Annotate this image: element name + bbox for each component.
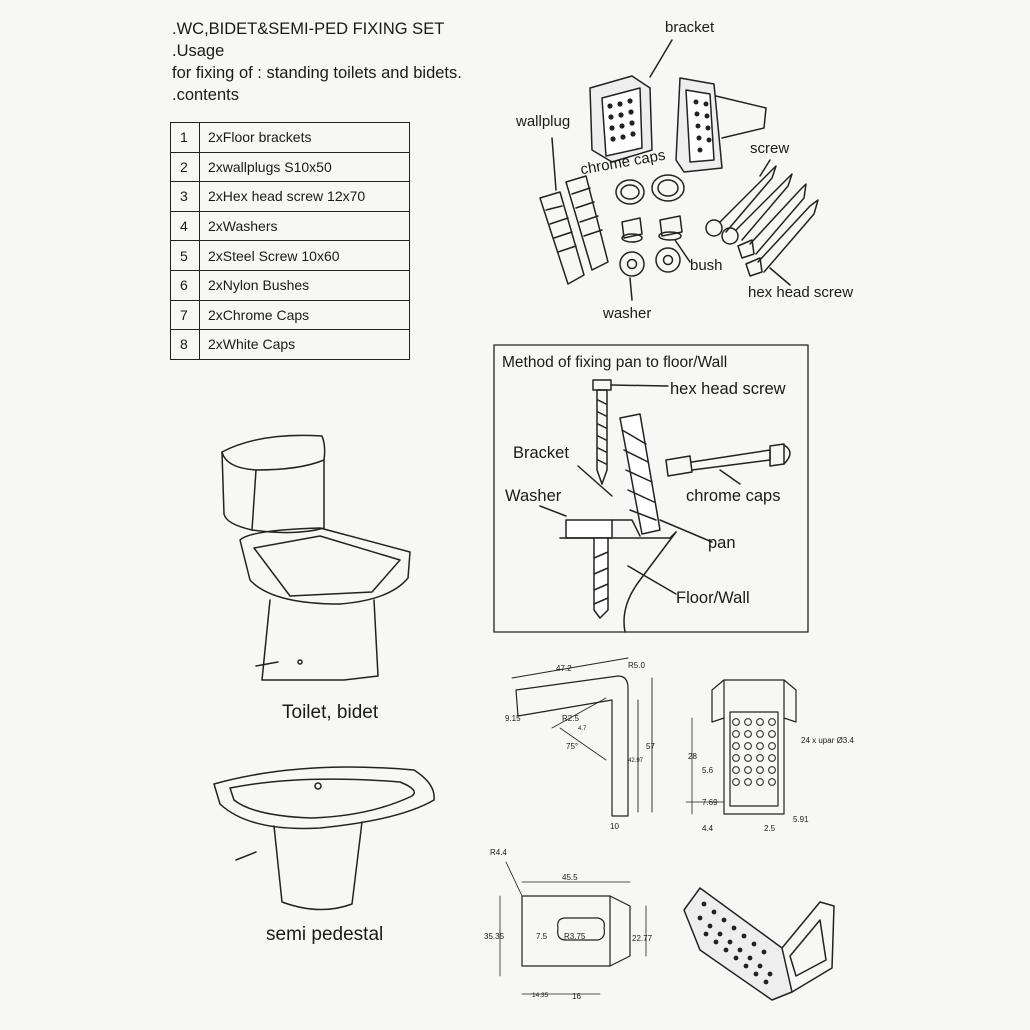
dim-10: 10 bbox=[610, 822, 619, 831]
dim-r3-75: R3.75 bbox=[564, 932, 586, 941]
usage-heading: .Usage bbox=[172, 42, 225, 60]
chrome-caps-illustration bbox=[615, 174, 685, 205]
dim-16: 16 bbox=[572, 992, 581, 1001]
dim-r4-4: R4.4 bbox=[490, 848, 507, 857]
dim-9-15: 9.15 bbox=[505, 714, 521, 723]
toilet-illustration bbox=[221, 434, 411, 681]
dim-47-2: 47.2 bbox=[556, 664, 572, 673]
dim-42-97: 42.97 bbox=[628, 758, 644, 764]
dim-28: 28 bbox=[688, 752, 697, 761]
method-label-washer: Washer bbox=[505, 487, 562, 505]
dim-7-5: 7.5 bbox=[536, 932, 548, 941]
label-screw: screw bbox=[750, 140, 790, 157]
label-hex-head-screw: hex head screw bbox=[748, 284, 854, 301]
label-washer: washer bbox=[603, 305, 652, 322]
bracket-top-drawing bbox=[499, 861, 647, 995]
label-bracket: bracket bbox=[665, 19, 715, 36]
dim-4-7: 4.7 bbox=[578, 726, 587, 732]
screw-illustration bbox=[705, 165, 819, 277]
washer-illustration bbox=[619, 247, 681, 277]
row-item: 2xChrome Caps bbox=[199, 299, 410, 331]
row-item: 2xWhite Caps bbox=[199, 329, 410, 360]
bracket-isometric-drawing bbox=[683, 887, 835, 1001]
method-diagram-box bbox=[493, 344, 809, 633]
dim-22-77: 22.77 bbox=[632, 934, 653, 943]
row-number: 5 bbox=[170, 240, 200, 271]
semi-pedestal-illustration bbox=[213, 766, 435, 911]
dim-2-5: 2.5 bbox=[764, 824, 776, 833]
dim-5-91: 5.91 bbox=[793, 815, 809, 824]
method-title: Method of fixing pan to floor/Wall bbox=[502, 354, 728, 371]
dim-holes: 24 x upar Ø3.4 bbox=[801, 736, 854, 745]
document-title: .WC,BIDET&SEMI-PED FIXING SET bbox=[172, 20, 445, 38]
method-label-bracket: Bracket bbox=[513, 444, 569, 462]
bracket-isometric-holes bbox=[697, 901, 773, 985]
dim-57: 57 bbox=[646, 742, 655, 751]
dim-45-5: 45.5 bbox=[562, 873, 578, 882]
dim-75-deg: 75° bbox=[566, 742, 579, 751]
row-number: 1 bbox=[170, 122, 200, 153]
bracket-front-holes bbox=[732, 718, 776, 786]
row-item: 2xSteel Screw 10x60 bbox=[199, 240, 410, 271]
bracket-profile-drawing bbox=[511, 657, 653, 817]
caption-toilet: Toilet, bidet bbox=[282, 702, 379, 723]
method-label-pan: pan bbox=[708, 534, 736, 552]
contents-heading: .contents bbox=[172, 86, 239, 104]
row-item: 2xNylon Bushes bbox=[199, 269, 410, 301]
dim-r5-0: R5.0 bbox=[628, 661, 645, 670]
label-wallplug: wallplug bbox=[516, 113, 571, 130]
bracket-holes bbox=[607, 98, 712, 153]
method-diagram bbox=[539, 379, 791, 633]
row-item: 2xFloor brackets bbox=[199, 122, 410, 153]
caption-semi-pedestal: semi pedestal bbox=[266, 924, 384, 945]
dim-14-35: 14.35 bbox=[532, 992, 549, 999]
wallplug-illustration bbox=[539, 175, 609, 285]
dim-5-6: 5.6 bbox=[702, 766, 714, 775]
usage-text: for fixing of : standing toilets and bid… bbox=[172, 64, 462, 82]
label-bush: bush bbox=[690, 257, 723, 274]
dim-35-35: 35.35 bbox=[484, 932, 505, 941]
dim-r2-5: R2.5 bbox=[562, 714, 579, 723]
bracket-front-drawing bbox=[685, 679, 797, 815]
bush-illustration bbox=[621, 215, 683, 243]
method-label-chrome-caps: chrome caps bbox=[686, 487, 781, 505]
dim-4-4: 4.4 bbox=[702, 824, 714, 833]
dim-7-69: 7.69 bbox=[702, 798, 718, 807]
method-label-hex-head-screw: hex head screw bbox=[670, 380, 786, 398]
row-item: 2xWashers bbox=[199, 210, 410, 242]
method-label-floor-wall: Floor/Wall bbox=[676, 589, 750, 607]
